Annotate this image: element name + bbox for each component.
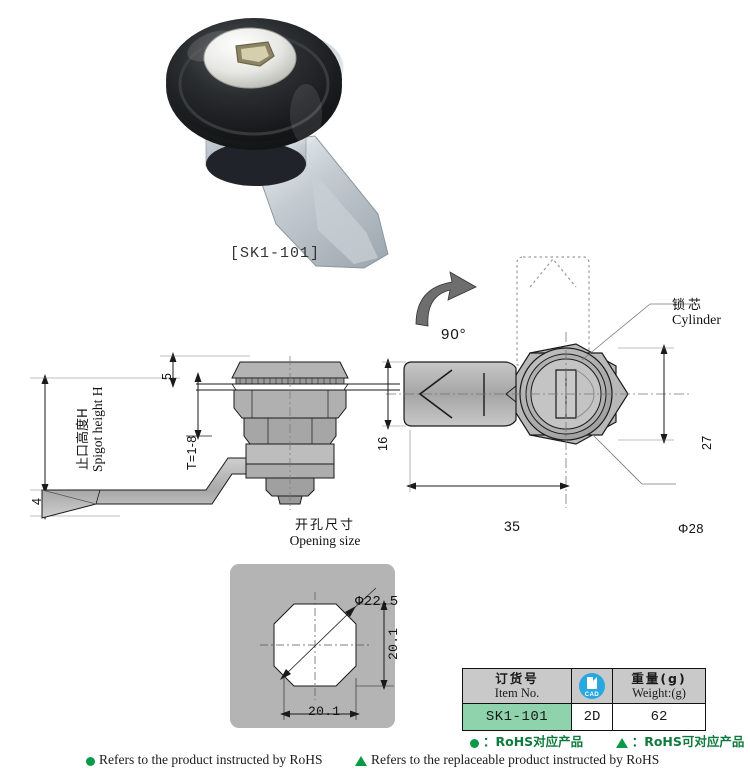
side-view-drawing (0, 340, 400, 560)
rohs-legend-en: Refers to the product instructed by RoHS… (86, 752, 659, 768)
table-header-row: 订货号 Item No. CAD 重量(g) Weight:(g) (462, 668, 706, 704)
header-item-no-en: Item No. (494, 686, 540, 700)
dim-spigot-height-cn: 止口高度H (76, 408, 91, 470)
product-photo (110, 18, 455, 273)
header-cad[interactable]: CAD (571, 668, 613, 704)
rohs-triangle-icon (615, 738, 628, 749)
cell-cad[interactable]: 2D (571, 703, 613, 731)
cylinder-callout-en: Cylinder (672, 313, 721, 328)
spec-table: 订货号 Item No. CAD 重量(g) Weight:(g) SK1-10… (462, 668, 706, 731)
header-weight-cn: 重量(g) (631, 671, 687, 686)
dim-phi-22-5: Φ22.5 (355, 594, 399, 610)
table-row: SK1-101 2D 62 (462, 703, 706, 731)
dim-5: 5 (160, 372, 174, 380)
cylinder-callout: 锁芯 Cylinder (672, 294, 721, 329)
cylinder-callout-cn: 锁芯 (672, 298, 705, 313)
rohs-triangle-icon-en (354, 756, 367, 767)
cad-page-glyph (587, 677, 597, 689)
dim-16: 16 (376, 436, 390, 451)
header-item-no: 订货号 Item No. (462, 668, 572, 704)
rohs-dot-icon-en (86, 756, 95, 766)
dim-opening-width: 20.1 (308, 704, 341, 719)
photo-caption: [SK1-101] (229, 245, 320, 262)
cell-item-no: SK1-101 (462, 703, 572, 731)
rohs-legend-cn: ：RoHS对应产品 ：RoHS可对应产品 (470, 731, 744, 750)
rohs-legend-cn-tri: ：RoHS可对应产品 (631, 734, 745, 749)
opening-size-diagram (228, 562, 418, 737)
rohs-legend-cn-dot: ：RoHS对应产品 (483, 734, 584, 749)
cad-icon-label: CAD (584, 692, 600, 698)
header-weight: 重量(g) Weight:(g) (612, 668, 706, 704)
opening-size-title: 开孔尺寸 Opening size (270, 514, 380, 549)
dim-27: 27 (700, 435, 714, 450)
header-item-no-cn: 订货号 (495, 671, 539, 686)
dim-phi-28: Φ28 (678, 521, 704, 536)
dim-4: 4 (30, 497, 44, 505)
cell-weight: 62 (612, 703, 706, 731)
cad-icon[interactable]: CAD (579, 673, 605, 699)
rohs-legend-en-tri: Refers to the replaceable product instru… (370, 752, 660, 767)
dim-opening-height: 20.1 (386, 627, 401, 660)
dim-t-thickness: T=1-8 (185, 435, 199, 470)
rohs-dot-icon (470, 738, 479, 748)
opening-size-title-cn: 开孔尺寸 (294, 518, 355, 533)
rotation-angle-label: 90° (441, 326, 467, 343)
header-weight-en: Weight:(g) (632, 686, 686, 700)
dim-35: 35 (504, 518, 521, 534)
rohs-legend-en-dot: Refers to the product instructed by RoHS (99, 752, 323, 767)
opening-size-title-en: Opening size (289, 533, 361, 548)
dim-spigot-height-en: Spigot height H (90, 386, 105, 472)
front-view-drawing (380, 240, 750, 550)
